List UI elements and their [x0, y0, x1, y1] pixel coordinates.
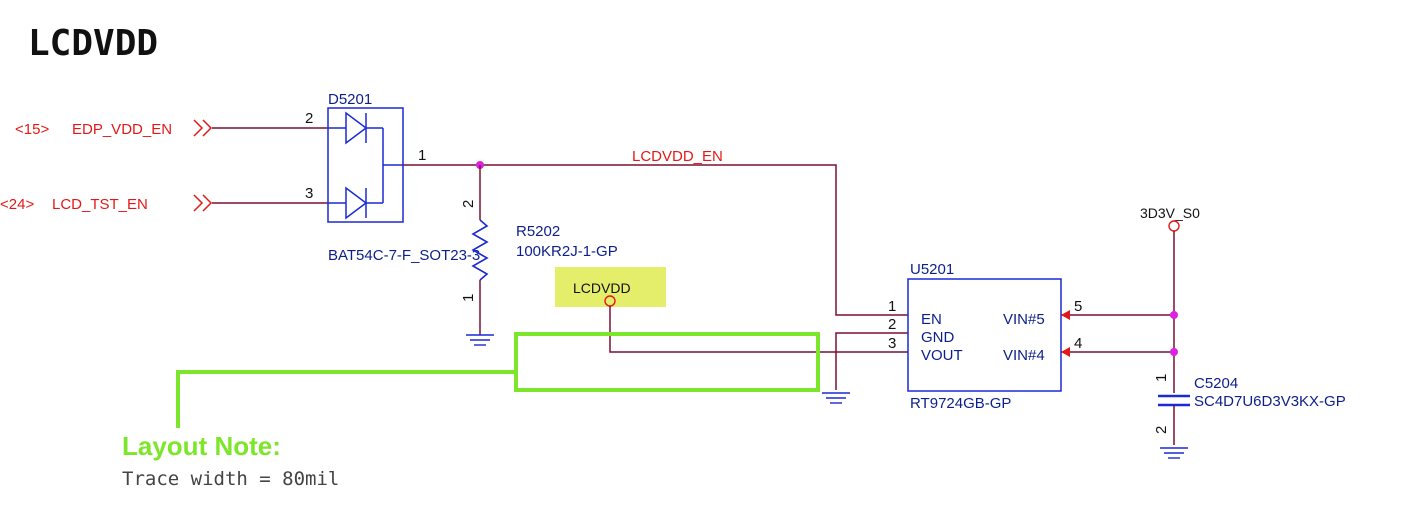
offpage-connector-icon — [193, 119, 213, 137]
regulator-pin-3: 3 — [888, 335, 896, 352]
regulator-body — [907, 278, 1062, 392]
diode-pin-1: 1 — [418, 147, 426, 164]
input-arrow-icon — [1061, 310, 1070, 320]
power-rail-terminal — [1168, 220, 1180, 232]
capacitor-refdes: C5204 — [1194, 375, 1238, 392]
layout-note-leader — [176, 370, 516, 428]
regulator-pin-gnd: GND — [921, 329, 955, 346]
diode-pin-3: 3 — [305, 185, 313, 202]
diode-pin-2: 2 — [305, 110, 313, 127]
capacitor-part-number: SC4D7U6D3V3KX-GP — [1194, 393, 1346, 410]
offpage-connector-icon — [193, 194, 213, 212]
power-rail-label: 3D3V_S0 — [1140, 205, 1200, 221]
regulator-pin-vin5: VIN#5 — [1003, 311, 1045, 328]
junction-dot — [1170, 348, 1178, 356]
regulator-pin-1: 1 — [888, 298, 896, 315]
port-ref-edp: <15> — [15, 121, 49, 138]
sheet-title: LCDVDD — [28, 23, 158, 64]
ground-icon — [822, 392, 850, 404]
capacitor-icon — [1158, 394, 1190, 407]
regulator-pin-4: 4 — [1074, 335, 1082, 352]
regulator-pin-en: EN — [921, 311, 942, 328]
resistor-refdes: R5202 — [516, 223, 560, 240]
resistor-pin-2: 2 — [460, 200, 477, 208]
diode-refdes: D5201 — [328, 91, 372, 108]
resistor-part-number: 100KR2J-1-GP — [516, 243, 618, 260]
wire-gnd — [835, 332, 908, 390]
port-ref-lcd-tst: <24> — [0, 196, 34, 213]
regulator-part-number: RT9724GB-GP — [910, 395, 1011, 412]
diode-part-number: BAT54C-7-F_SOT23-3 — [328, 247, 480, 264]
ground-icon — [466, 334, 494, 346]
resistor-icon — [471, 219, 489, 281]
junction-dot — [1170, 311, 1178, 319]
diode-symbol-icon — [328, 111, 403, 220]
port-net-edp-vdd-en: EDP_VDD_EN — [72, 121, 172, 138]
ground-icon — [1160, 447, 1188, 459]
net-flag-lcdvdd-label: LCDVDD — [573, 280, 631, 296]
port-net-lcd-tst-en: LCD_TST_EN — [52, 196, 148, 213]
net-flag-lcdvdd — [555, 267, 666, 307]
resistor-pin-1: 1 — [460, 294, 477, 302]
capacitor-pin-2: 2 — [1153, 426, 1170, 434]
regulator-pin-vout: VOUT — [921, 347, 963, 364]
layout-note-title: Layout Note: — [122, 431, 281, 461]
capacitor-pin-1: 1 — [1153, 374, 1170, 382]
net-label-lcdvdd-en: LCDVDD_EN — [632, 148, 723, 165]
wire-vout — [609, 306, 908, 353]
regulator-pin-5: 5 — [1074, 298, 1082, 315]
input-arrow-icon — [1061, 347, 1070, 357]
layout-highlight-box — [514, 332, 820, 392]
layout-note-body: Trace width = 80mil — [122, 468, 339, 490]
regulator-pin-2: 2 — [888, 316, 896, 333]
regulator-refdes: U5201 — [910, 261, 954, 278]
wire-lcdvdd-en — [403, 164, 908, 316]
regulator-pin-vin4: VIN#4 — [1003, 347, 1045, 364]
